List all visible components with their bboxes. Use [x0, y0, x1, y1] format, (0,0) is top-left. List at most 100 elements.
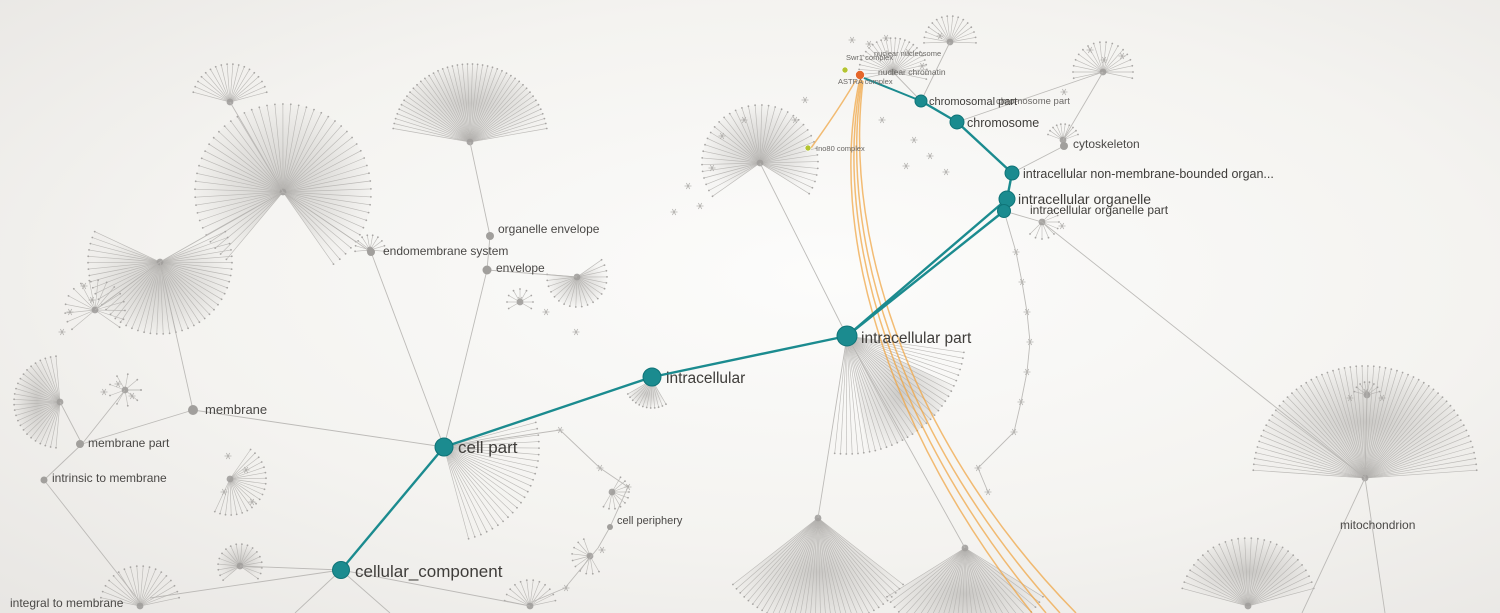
- branch-glyph: [572, 328, 580, 336]
- cluster[interactable]: [1252, 365, 1478, 482]
- highlighted-term-node[interactable]: [804, 144, 812, 152]
- cluster-leaf: [960, 363, 963, 365]
- cluster-spoke: [197, 191, 284, 214]
- cluster-spoke: [550, 276, 578, 293]
- cluster-leaf: [925, 31, 927, 33]
- cluster[interactable]: [217, 543, 263, 581]
- graph-node-intracellular_part[interactable]: [836, 325, 858, 347]
- selected-term-node[interactable]: [855, 70, 865, 80]
- graph-node-chromosomal_part[interactable]: [914, 94, 928, 108]
- cluster[interactable]: [1181, 537, 1315, 610]
- cluster-leaf: [519, 288, 521, 290]
- cluster-leaf: [365, 219, 368, 222]
- cluster-leaf: [15, 414, 17, 417]
- cluster-spoke: [949, 16, 954, 43]
- cluster[interactable]: [886, 544, 1044, 613]
- gray-node[interactable]: [367, 248, 375, 256]
- cluster-leaf: [525, 289, 528, 292]
- cluster-center-node[interactable]: [586, 552, 594, 560]
- cluster-leaf: [26, 369, 28, 371]
- gray-node[interactable]: [486, 232, 494, 240]
- branch-glyph: [598, 546, 606, 554]
- cluster-leaf: [49, 446, 52, 448]
- cluster-spoke: [846, 335, 913, 435]
- cluster[interactable]: [392, 63, 548, 146]
- cluster-spoke: [226, 191, 284, 260]
- cluster-spoke: [467, 63, 471, 143]
- cluster[interactable]: [732, 514, 904, 613]
- gray-node[interactable]: [188, 405, 198, 415]
- cluster-leaf: [665, 403, 667, 406]
- graph-node-non_membrane_bounded[interactable]: [1004, 165, 1020, 181]
- cluster-spoke: [282, 191, 367, 221]
- cluster-leaf: [1052, 126, 1054, 129]
- cluster-center-node[interactable]: [136, 602, 144, 610]
- branch-glyph: [882, 34, 890, 42]
- cluster-leaf: [231, 261, 233, 264]
- cluster-center-node[interactable]: [608, 488, 616, 496]
- cluster-spoke: [469, 84, 524, 143]
- cluster-spoke: [282, 191, 341, 260]
- cluster-spoke: [1361, 365, 1366, 479]
- cluster-spoke: [443, 441, 539, 448]
- cluster[interactable]: [1072, 41, 1134, 80]
- gray-node[interactable]: [76, 440, 84, 448]
- cluster[interactable]: [602, 476, 630, 510]
- cluster-leaf: [136, 399, 139, 402]
- graph-node-cell_part[interactable]: [434, 437, 454, 457]
- graph-node-chromosome[interactable]: [949, 114, 965, 130]
- cluster-leaf: [510, 74, 512, 77]
- graph-node-intracellular_organelle_part[interactable]: [997, 204, 1011, 218]
- cluster-spoke: [50, 356, 61, 403]
- cluster-leaf: [71, 328, 73, 331]
- cluster-spoke: [704, 144, 761, 164]
- cluster-leaf: [264, 482, 267, 485]
- cluster-spoke: [443, 446, 531, 487]
- cluster-spoke: [1182, 588, 1249, 607]
- cluster-leaf: [213, 510, 216, 513]
- cluster-spoke: [1327, 372, 1366, 479]
- cluster-leaf: [532, 301, 534, 303]
- gray-node[interactable]: [1060, 142, 1068, 150]
- graph-node-cellular_component[interactable]: [332, 561, 350, 579]
- gray-edge: [956, 71, 1104, 123]
- cluster-spoke: [443, 446, 539, 462]
- cluster[interactable]: [858, 37, 928, 80]
- gray-node[interactable]: [607, 524, 613, 530]
- gray-edge: [1021, 281, 1028, 313]
- cluster-spoke: [469, 100, 537, 143]
- gray-node[interactable]: [40, 476, 48, 484]
- branch-glyph: [224, 452, 232, 460]
- branch-glyph: [684, 182, 692, 190]
- cluster-spoke: [239, 561, 262, 567]
- cluster[interactable]: [213, 448, 267, 516]
- cluster-spoke: [1231, 539, 1249, 607]
- cluster-spoke: [1247, 538, 1252, 607]
- cluster[interactable]: [701, 104, 819, 198]
- cluster-spoke: [817, 517, 900, 590]
- cluster[interactable]: [87, 230, 233, 335]
- cluster[interactable]: [192, 63, 268, 106]
- cluster-leaf: [896, 441, 899, 444]
- cluster-spoke: [1364, 366, 1381, 479]
- cluster-leaf: [456, 64, 459, 66]
- branch-glyph: [242, 466, 250, 474]
- highlighted-term-node[interactable]: [841, 66, 849, 74]
- cluster[interactable]: [1353, 381, 1381, 399]
- cluster-spoke: [266, 105, 284, 193]
- cluster-leaf: [891, 444, 893, 446]
- cluster-spoke: [949, 17, 959, 43]
- cluster-leaf: [592, 301, 594, 304]
- cluster-leaf: [596, 297, 599, 300]
- cluster-center-node[interactable]: [226, 475, 234, 483]
- cluster-spoke: [859, 69, 894, 73]
- graph-node-intracellular[interactable]: [642, 367, 662, 387]
- cluster-leaf: [350, 247, 352, 249]
- cluster[interactable]: [13, 355, 64, 449]
- cluster-center-node[interactable]: [1244, 602, 1252, 610]
- cluster-leaf: [64, 303, 67, 306]
- gray-node[interactable]: [482, 265, 492, 275]
- cluster-spoke: [741, 107, 761, 164]
